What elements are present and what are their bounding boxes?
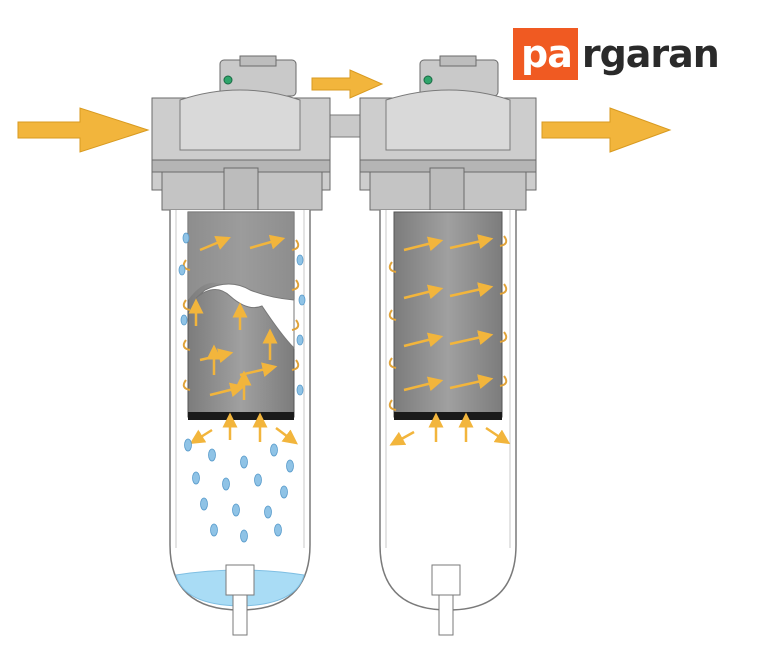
water-droplets [178,232,306,543]
inlet-arrow [17,107,150,153]
brand-logo-text: rgaran [581,32,720,76]
brand-logo-prefix: pa [513,28,578,80]
housing-connector [329,114,361,138]
transfer-arrow [311,69,384,99]
outlet-arrow [541,107,672,153]
coalescing-filter [151,55,331,636]
carbon-filter [359,55,537,636]
brand-logo: pa rgaran [513,28,720,80]
